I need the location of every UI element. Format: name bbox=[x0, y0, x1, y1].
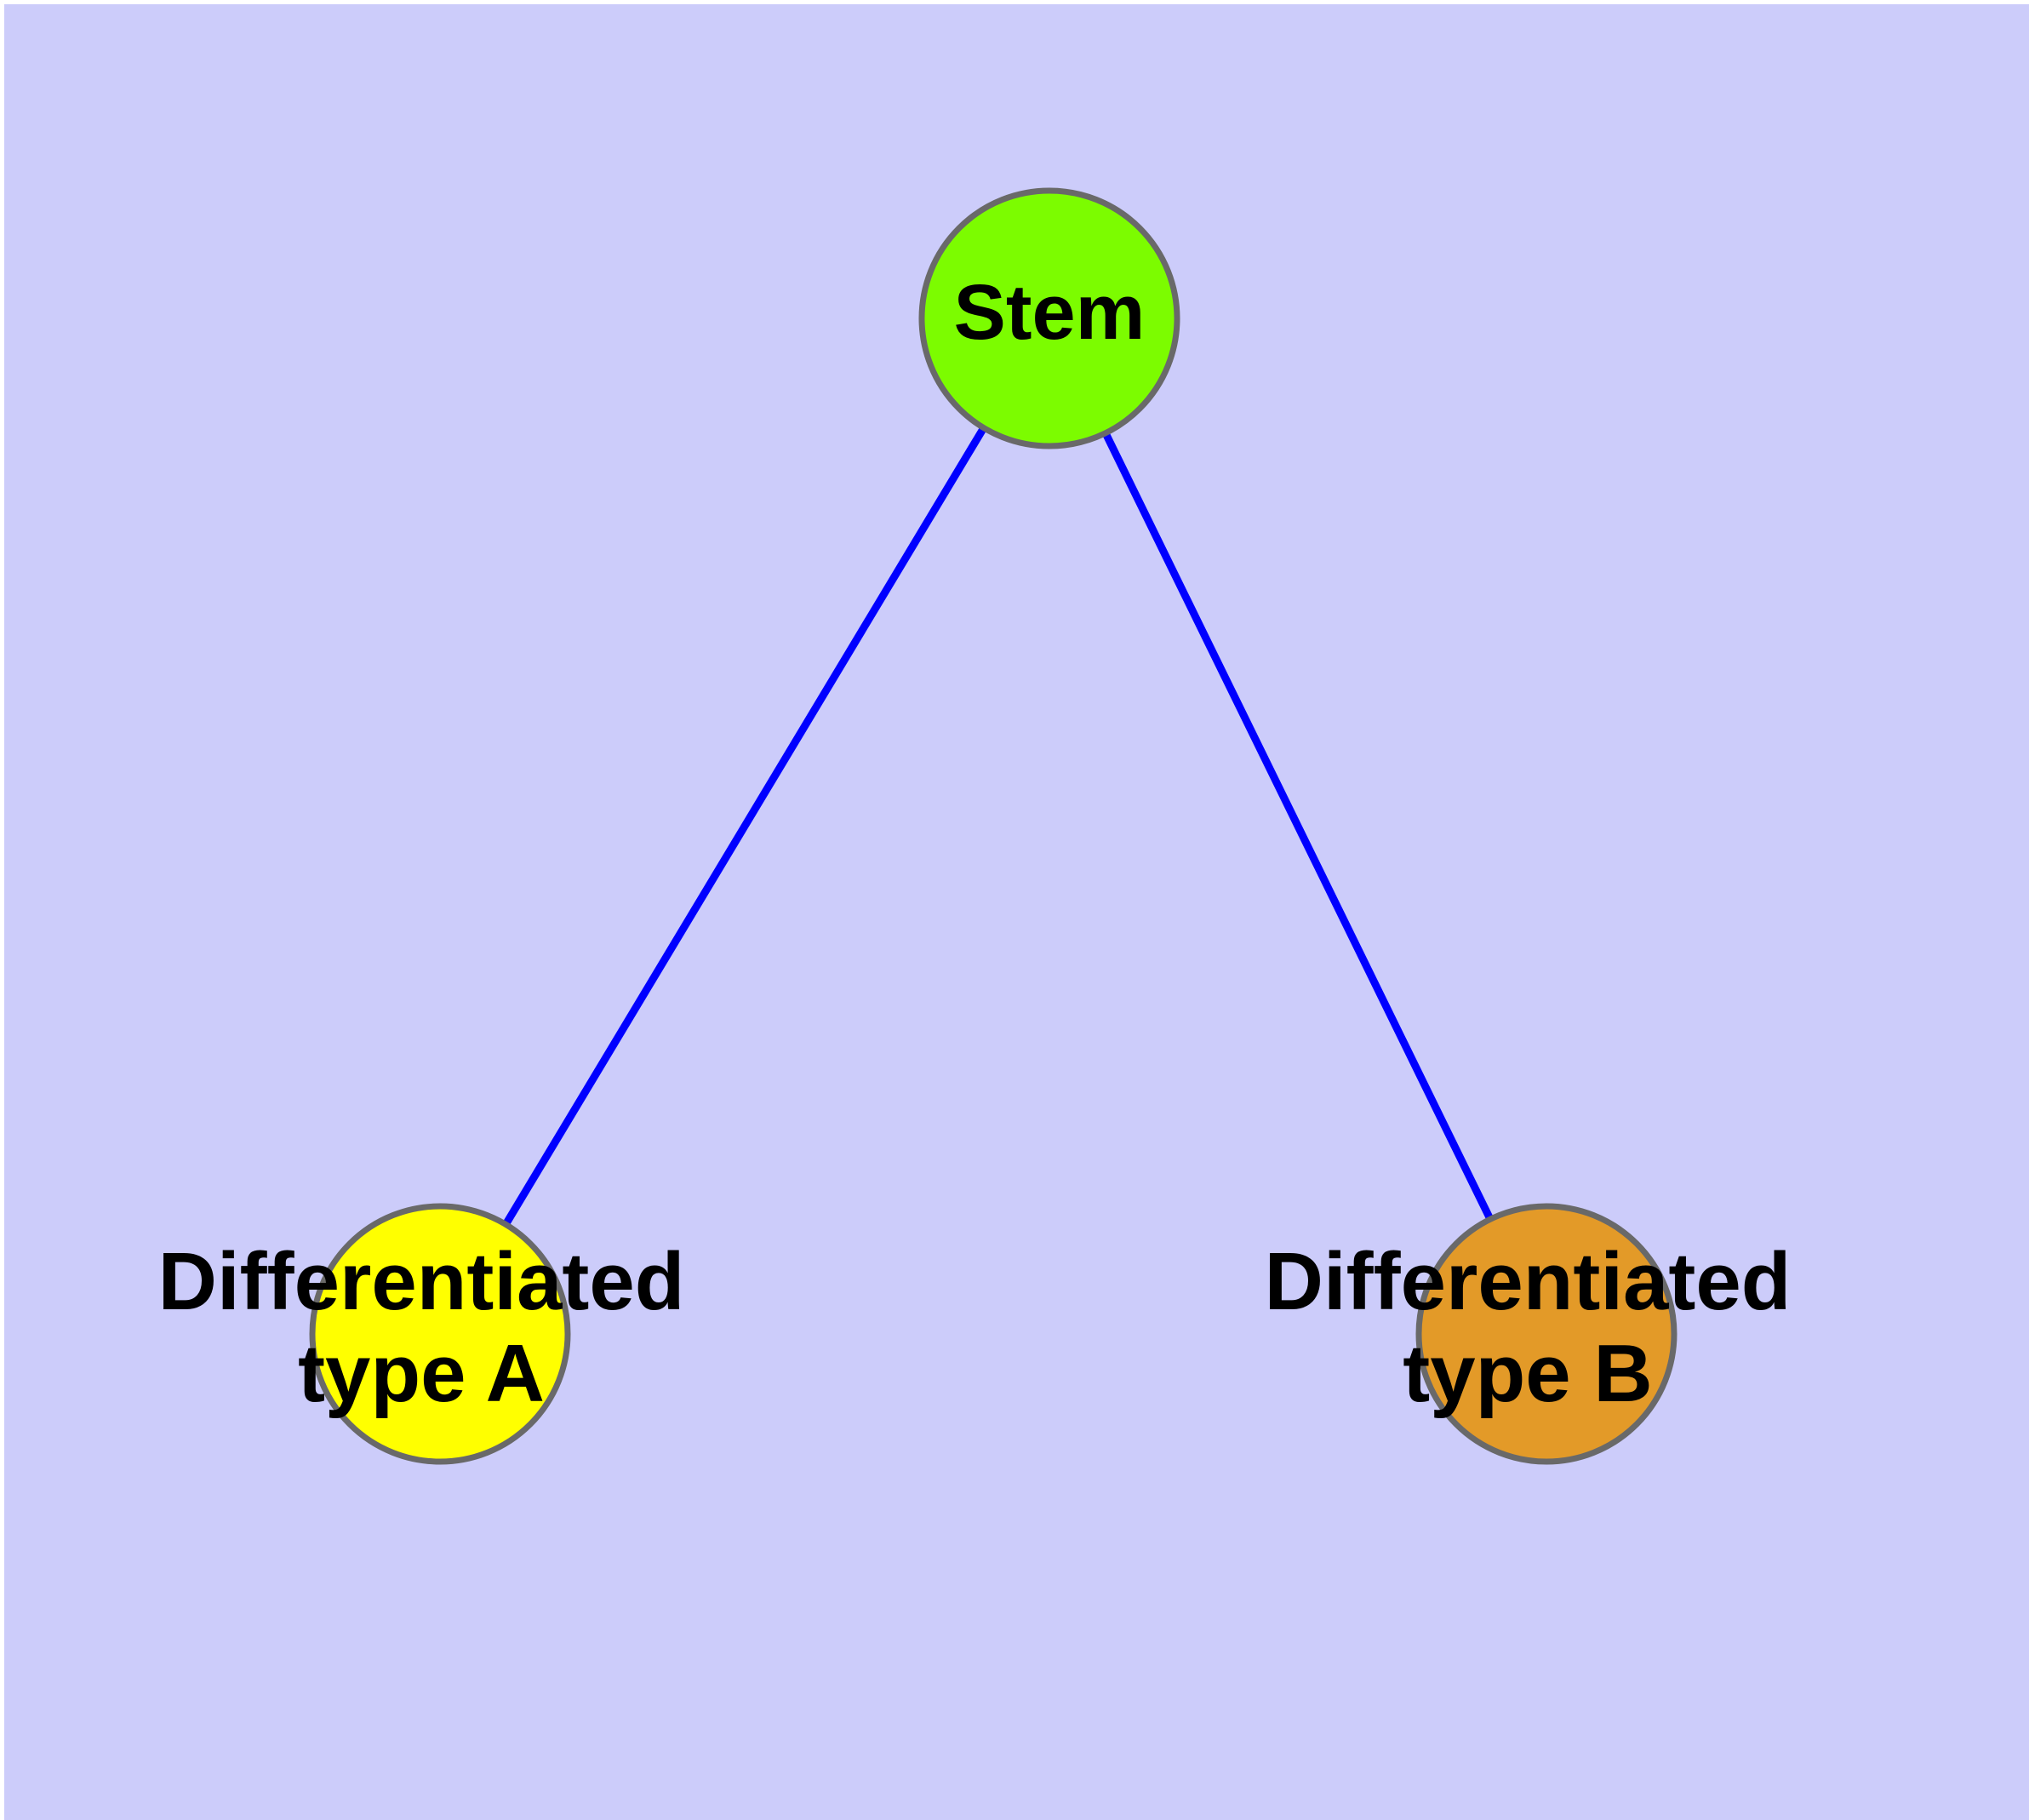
node-circle-diff-b[interactable] bbox=[1415, 1203, 1677, 1465]
node-label-line: Differentiated bbox=[158, 1236, 685, 1327]
node-label-line: type A bbox=[298, 1328, 545, 1419]
node-label-line: Differentiated bbox=[1265, 1236, 1792, 1327]
node-label-line: type B bbox=[1403, 1328, 1652, 1419]
node-label-stem: Stem bbox=[954, 269, 1146, 356]
graph-edge-stem-to-diff-a[interactable] bbox=[437, 316, 1053, 1336]
node-circle-stem[interactable] bbox=[918, 187, 1180, 449]
edges-layer bbox=[437, 316, 1551, 1336]
node-circle-diff-a[interactable] bbox=[309, 1203, 571, 1465]
graph-edge-stem-to-diff-b[interactable] bbox=[1045, 317, 1551, 1336]
node-label-line: Stem bbox=[954, 269, 1146, 356]
graph-node-stem[interactable]: Stem bbox=[918, 187, 1180, 449]
